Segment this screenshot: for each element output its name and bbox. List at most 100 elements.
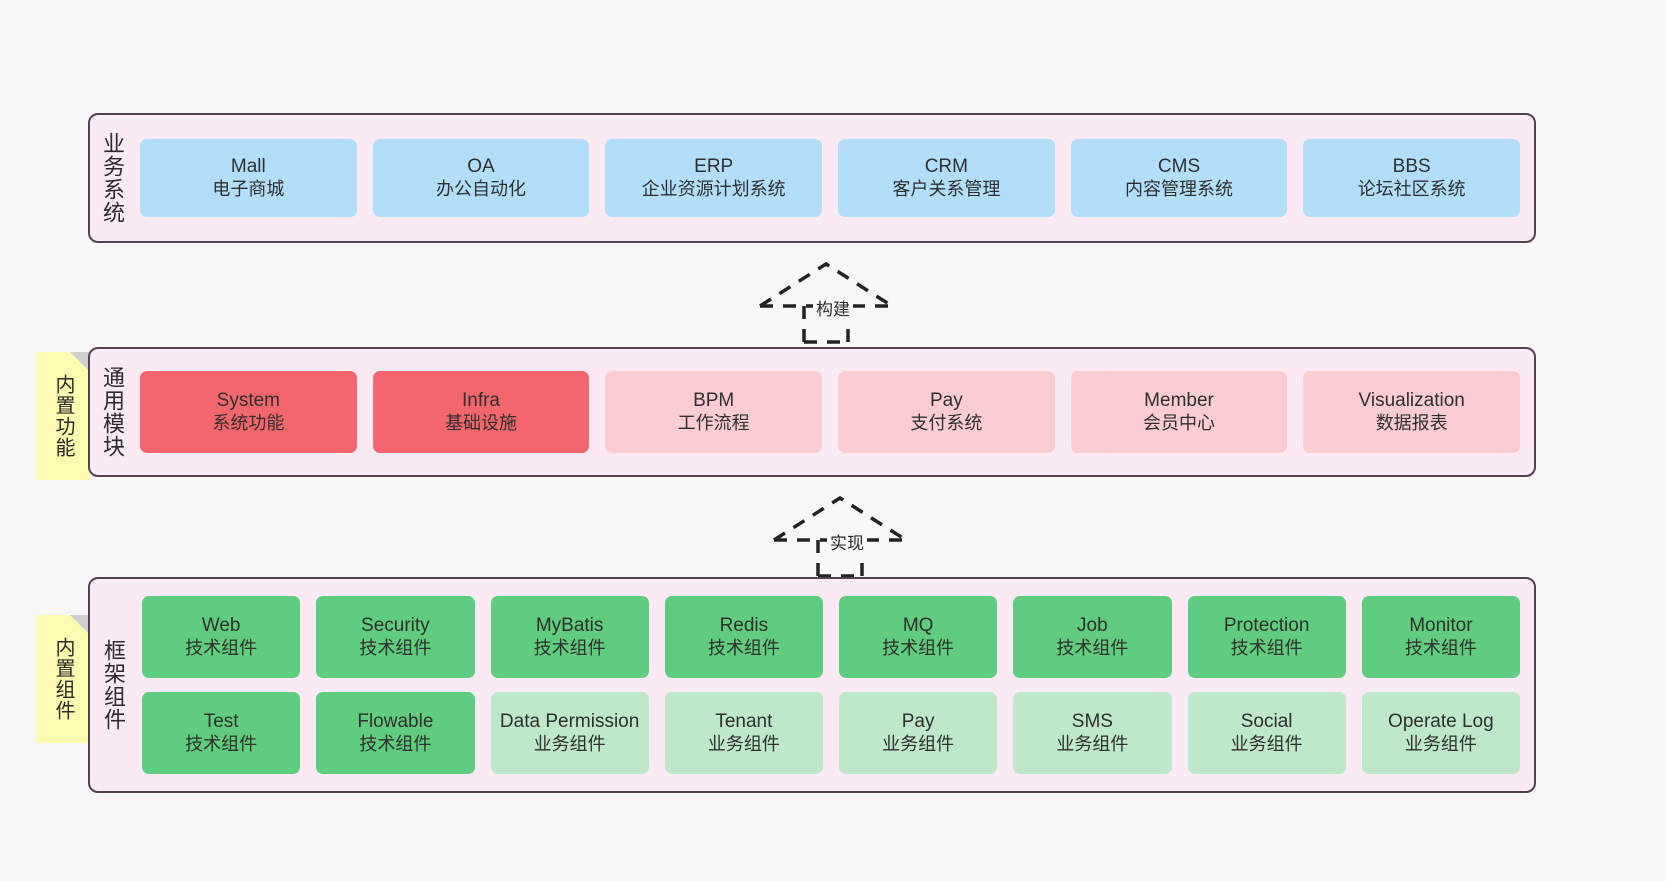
node-sms[interactable]: SMS 业务组件 xyxy=(1013,692,1172,774)
layer-body-business-system: Mall 电子商城 OA 办公自动化 ERP 企业资源计划系统 CRM 客户关系… xyxy=(134,115,1534,241)
node-title: Job xyxy=(1077,615,1108,637)
note-label: 内置功能 xyxy=(52,374,74,458)
node-title: Pay xyxy=(929,390,963,412)
node-web[interactable]: Web 技术组件 xyxy=(142,596,301,678)
node-subtitle: 办公自动化 xyxy=(436,178,526,199)
node-subtitle: 业务组件 xyxy=(1230,733,1303,754)
note-built-in-features: 内置功能 xyxy=(36,352,90,480)
node-subtitle: 技术组件 xyxy=(185,637,258,658)
node-security[interactable]: Security 技术组件 xyxy=(316,596,475,678)
node-subtitle: 会员中心 xyxy=(1143,412,1216,433)
node-title: Member xyxy=(1144,390,1214,412)
node-title: MQ xyxy=(902,615,934,637)
node-subtitle: 技术组件 xyxy=(1056,637,1129,658)
node-cms[interactable]: CMS 内容管理系统 xyxy=(1070,139,1288,217)
node-title: Visualization xyxy=(1358,390,1465,412)
node-subtitle: 技术组件 xyxy=(882,637,955,658)
page-fold-icon xyxy=(70,352,90,372)
row: Web 技术组件 Security 技术组件 MyBatis 技术组件 Redi… xyxy=(142,596,1520,678)
note-built-in-components: 内置组件 xyxy=(36,615,90,743)
node-title: Protection xyxy=(1223,615,1310,637)
node-protection[interactable]: Protection 技术组件 xyxy=(1187,596,1346,678)
node-mall[interactable]: Mall 电子商城 xyxy=(140,139,357,217)
node-title: Security xyxy=(361,615,430,637)
node-subtitle: 工作流程 xyxy=(677,412,750,433)
node-subtitle: 内容管理系统 xyxy=(1125,178,1234,199)
node-mq[interactable]: MQ 技术组件 xyxy=(839,596,998,678)
node-subtitle: 业务组件 xyxy=(707,733,780,754)
node-title: Redis xyxy=(719,615,769,637)
node-title: CRM xyxy=(924,156,968,178)
node-operate-log[interactable]: Operate Log 业务组件 xyxy=(1361,692,1520,774)
node-title: BBS xyxy=(1392,156,1431,178)
layer-business-system: 业务系统 Mall 电子商城 OA 办公自动化 ERP 企业资源计划系统 CRM… xyxy=(88,113,1536,243)
node-monitor[interactable]: Monitor 技术组件 xyxy=(1361,596,1520,678)
node-erp[interactable]: ERP 企业资源计划系统 xyxy=(605,139,823,217)
node-subtitle: 技术组件 xyxy=(185,733,258,754)
row: Mall 电子商城 OA 办公自动化 ERP 企业资源计划系统 CRM 客户关系… xyxy=(140,139,1521,217)
node-subtitle: 业务组件 xyxy=(1056,733,1129,754)
node-oa[interactable]: OA 办公自动化 xyxy=(372,139,590,217)
page-fold-icon xyxy=(70,615,90,635)
layer-body-framework-component: Web 技术组件 Security 技术组件 MyBatis 技术组件 Redi… xyxy=(136,579,1534,791)
layer-common-module: 通用模块 System 系统功能 Infra 基础设施 BPM 工作流程 Pay… xyxy=(88,347,1536,477)
note-label: 内置组件 xyxy=(52,637,74,721)
node-subtitle: 论坛社区系统 xyxy=(1357,178,1466,199)
node-redis[interactable]: Redis 技术组件 xyxy=(664,596,823,678)
layer-body-common-module: System 系统功能 Infra 基础设施 BPM 工作流程 Pay 支付系统… xyxy=(134,349,1534,475)
relation-label-build: 构建 xyxy=(813,295,853,320)
node-title: Test xyxy=(203,711,239,733)
node-subtitle: 客户关系管理 xyxy=(892,178,1001,199)
node-title: Tenant xyxy=(715,711,773,733)
layer-title-framework-component: 框架组件 xyxy=(100,639,126,731)
layer-title-business-system: 业务系统 xyxy=(99,132,125,224)
node-subtitle: 技术组件 xyxy=(1230,637,1303,658)
node-title: Social xyxy=(1240,711,1293,733)
node-title: ERP xyxy=(694,156,734,178)
node-subtitle: 基础设施 xyxy=(445,412,517,433)
node-title: Operate Log xyxy=(1388,711,1494,733)
node-tenant[interactable]: Tenant 业务组件 xyxy=(664,692,823,774)
row: System 系统功能 Infra 基础设施 BPM 工作流程 Pay 支付系统… xyxy=(140,371,1521,453)
node-job[interactable]: Job 技术组件 xyxy=(1013,596,1172,678)
relation-build: 构建 xyxy=(756,258,936,344)
layer-framework-component: 框架组件 Web 技术组件 Security 技术组件 MyBatis 技术组件… xyxy=(88,577,1536,793)
node-title: CMS xyxy=(1157,156,1201,178)
node-title: Pay xyxy=(901,711,935,733)
node-title: Mall xyxy=(230,156,266,178)
layer-title-common-module: 通用模块 xyxy=(99,366,125,458)
node-flowable[interactable]: Flowable 技术组件 xyxy=(316,692,475,774)
node-title: Web xyxy=(201,615,241,637)
node-system[interactable]: System 系统功能 xyxy=(140,371,357,453)
node-subtitle: 技术组件 xyxy=(707,637,780,658)
node-title: Infra xyxy=(461,390,501,412)
node-subtitle: 技术组件 xyxy=(359,733,432,754)
node-social[interactable]: Social 业务组件 xyxy=(1187,692,1346,774)
node-title: Flowable xyxy=(357,711,434,733)
node-subtitle: 技术组件 xyxy=(359,637,432,658)
node-title: Monitor xyxy=(1409,615,1473,637)
node-subtitle: 电子商城 xyxy=(212,178,285,199)
node-data-permission[interactable]: Data Permission 业务组件 xyxy=(490,692,649,774)
node-member[interactable]: Member 会员中心 xyxy=(1070,371,1288,453)
node-bpm[interactable]: BPM 工作流程 xyxy=(605,371,823,453)
node-subtitle: 支付系统 xyxy=(910,412,983,433)
node-subtitle: 业务组件 xyxy=(1404,733,1477,754)
node-subtitle: 技术组件 xyxy=(533,637,606,658)
node-pay[interactable]: Pay 支付系统 xyxy=(838,371,1055,453)
node-mybatis[interactable]: MyBatis 技术组件 xyxy=(490,596,649,678)
node-crm[interactable]: CRM 客户关系管理 xyxy=(838,139,1055,217)
relation-label-implement: 实现 xyxy=(827,529,867,554)
node-subtitle: 业务组件 xyxy=(882,733,955,754)
node-title: SMS xyxy=(1071,711,1113,733)
node-subtitle: 企业资源计划系统 xyxy=(641,178,786,199)
node-test[interactable]: Test 技术组件 xyxy=(142,692,301,774)
node-pay-business[interactable]: Pay 业务组件 xyxy=(839,692,998,774)
node-bbs[interactable]: BBS 论坛社区系统 xyxy=(1303,139,1521,217)
node-subtitle: 数据报表 xyxy=(1375,412,1448,433)
node-visualization[interactable]: Visualization 数据报表 xyxy=(1303,371,1521,453)
node-title: MyBatis xyxy=(535,615,604,637)
node-infra[interactable]: Infra 基础设施 xyxy=(372,371,590,453)
node-subtitle: 系统功能 xyxy=(212,412,285,433)
